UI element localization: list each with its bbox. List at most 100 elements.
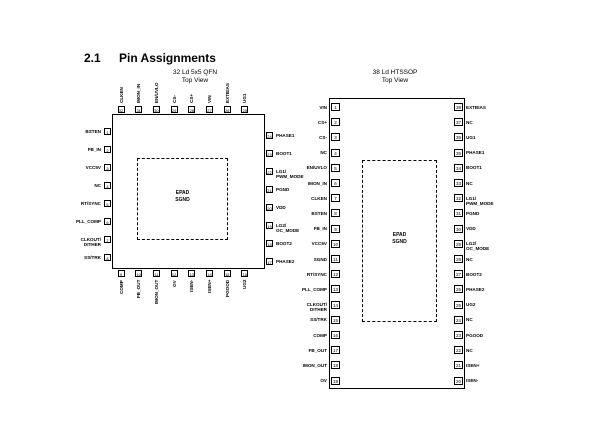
htssop-pin-num: 16: [331, 331, 340, 339]
qfn-pin-num: 18: [266, 239, 273, 247]
qfn-pin-num: 24: [266, 131, 273, 139]
htssop-pin-extbias: EXTBIAS: [466, 104, 486, 110]
qfn-pin-comp: COMP: [118, 280, 124, 294]
htssop-pin-nc: NC: [466, 119, 473, 125]
qfn-pin-isen: ISEN+: [207, 279, 212, 293]
htssop-pin-sgnd: SGND: [313, 256, 327, 262]
htssop-pin-nc: NC: [466, 256, 473, 262]
section-number: 2.1: [84, 51, 101, 65]
qfn-pin-num: 9: [117, 270, 125, 277]
qfn-pin-clken: CLKEN: [118, 87, 124, 103]
htssop-pin-pll-comp: PLL_COMP: [301, 286, 327, 292]
qfn-pin-ov: OV: [171, 280, 177, 287]
htssop-pin-num: 23: [454, 331, 463, 339]
qfn-pin-num: 22: [266, 167, 273, 175]
qfn-pin-num: 20: [266, 203, 273, 211]
htssop-pin-imon-in: IMON_IN: [307, 180, 327, 186]
htssop-pin-num: 5: [331, 163, 340, 172]
qfn-pin-num: 28: [188, 106, 196, 113]
htssop-pin-rt-sync: RT/SYNC: [306, 271, 327, 277]
qfn-pin-vdd: VDD: [276, 204, 286, 210]
htssop-pin-num: 32: [454, 194, 463, 203]
qfn-pin-boot2: BOOT2: [276, 240, 292, 246]
qfn-epad: [137, 158, 228, 240]
htssop-pin-num: 1: [331, 103, 340, 111]
htssop-pin-en-uvlo: EN/UVLO: [306, 165, 327, 171]
htssop-pin-vin: VIN: [319, 104, 327, 110]
htssop-pin-bsten: BSTEN: [311, 210, 327, 216]
htssop-epad-net: SGND: [392, 239, 407, 245]
htssop-pin-num: 27: [454, 270, 463, 279]
qfn-caption-view: Top View: [181, 77, 209, 84]
htssop-pin-cs: CS+: [317, 119, 327, 125]
htssop-pin-cs: CS-: [319, 134, 327, 140]
htssop-pin-num: 20: [454, 376, 463, 385]
htssop-pin-num: 21: [454, 361, 463, 370]
htssop-caption-package: 38 Ld HTSSOP: [372, 69, 418, 76]
htssop-pin-num: 26: [454, 285, 463, 294]
section-title: Pin Assignments: [119, 51, 216, 65]
qfn-pin-num: 29: [170, 106, 178, 113]
qfn-pin-isen: ISEN-: [189, 279, 195, 292]
qfn-pin-fb-out: FB_OUT: [136, 279, 142, 298]
section-heading: 2.1 Pin Assignments: [84, 51, 216, 65]
htssop-pin-ug2: UG2: [466, 302, 476, 308]
qfn-pin-en-uvlo: EN/UVLO: [153, 82, 159, 103]
htssop-pin-num: 2: [331, 118, 340, 127]
qfn-pin-num: 16: [241, 270, 249, 277]
htssop-pin-pgnd: PGND: [466, 210, 480, 216]
qfn-pin-num: 3: [104, 163, 111, 171]
htssop-pin-num: 3: [331, 133, 340, 142]
qfn-pin-num: 25: [241, 106, 249, 113]
qfn-pin-num: 31: [135, 106, 143, 113]
htssop-pin-boot1: BOOT1: [466, 165, 482, 171]
qfn-pin-extbias: EXTBIAS: [224, 83, 230, 103]
htssop-caption: 38 Ld HTSSOP Top View: [350, 69, 440, 85]
qfn-pin-lg1-pwm-mode: LG1/PWM_MODE: [276, 168, 304, 179]
qfn-pin-vin: VIN: [207, 95, 212, 103]
htssop-pin-num: 30: [454, 224, 463, 233]
qfn-epad-net: SGND: [175, 197, 190, 203]
htssop-pin-ss-trk: SS/TRK: [310, 317, 327, 323]
qfn-pin-num: 11: [152, 270, 160, 277]
qfn-pin-imon-out: IMON_OUT: [153, 279, 159, 304]
qfn-pin-boot1: BOOT1: [276, 150, 292, 156]
qfn-pin-num: 27: [206, 106, 213, 113]
htssop-pin-nc: NC: [466, 347, 473, 353]
htssop-pin-lg1-pwm-mode: LG1/PWM_MODE: [466, 195, 494, 206]
qfn-pin-num: 7: [104, 235, 111, 243]
htssop-pin-num: 18: [331, 361, 340, 370]
htssop-pin-num: 37: [454, 118, 463, 127]
htssop-pin-num: 17: [331, 346, 340, 355]
htssop-pin-ug1: UG1: [466, 134, 476, 140]
htssop-pin-num: 38: [454, 103, 463, 111]
htssop-pin-num: 28: [454, 255, 463, 263]
qfn-pin-num: 6: [104, 217, 111, 225]
qfn-epad-label: EPAD SGND: [137, 190, 228, 204]
htssop-pin-num: 11: [331, 255, 340, 263]
htssop-pin-imon-out: IMON_OUT: [302, 362, 327, 368]
htssop-pin-num: 15: [331, 315, 340, 324]
qfn-pin-num: 32: [117, 106, 125, 113]
qfn-pin-vcc5v: VCC5V: [85, 164, 101, 170]
qfn-pin-num: 21: [266, 185, 273, 193]
htssop-pin-num: 12: [331, 270, 340, 279]
htssop-pin-lg2-oc-mode: LG2/OC_MODE: [466, 241, 490, 252]
htssop-caption-view: Top View: [381, 77, 409, 84]
htssop-pin-num: 19: [331, 376, 340, 385]
qfn-pin-num: 17: [266, 257, 273, 265]
htssop-pin-num: 14: [331, 300, 340, 309]
qfn-pin-num: 14: [206, 270, 213, 277]
qfn-pin-rt-sync: RT/SYNC: [80, 200, 101, 206]
qfn-pin-num: 5: [104, 199, 111, 207]
qfn-pin-cs: CS-: [171, 95, 177, 103]
qfn-pin-phase1: PHASE1: [276, 132, 295, 138]
htssop-pin-num: 13: [331, 285, 340, 294]
qfn-caption-package: 32 Ld 5x5 QFN: [172, 69, 218, 76]
qfn-pin-num: 12: [170, 270, 178, 277]
htssop-pin-ov: OV: [320, 378, 327, 384]
qfn-caption: 32 Ld 5x5 QFN Top View: [150, 69, 240, 85]
htssop-pin-num: 7: [331, 194, 340, 203]
qfn-pin-ug1: UG1: [242, 93, 248, 103]
qfn-pin-pll-comp: PLL_COMP: [75, 218, 101, 224]
